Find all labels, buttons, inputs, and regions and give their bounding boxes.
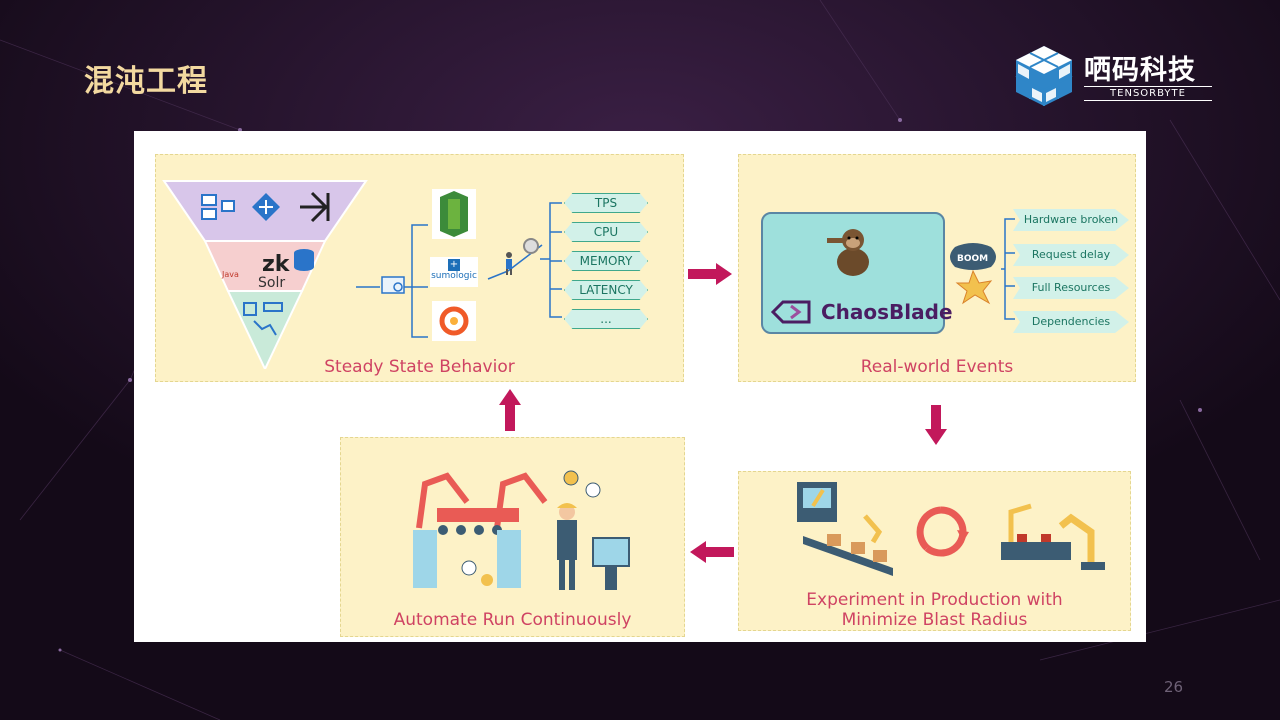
- flow-connectors: [356, 224, 543, 338]
- sumologic-label: sumologic: [431, 271, 477, 281]
- chaosblade-box: ChaosBlade: [761, 212, 953, 334]
- login-icon: [300, 191, 330, 223]
- event-full-resources: Full Resources: [1013, 277, 1129, 299]
- chaosblade-logo-icon: [771, 300, 811, 324]
- router-icon: [252, 193, 280, 221]
- arrow-down: [925, 405, 947, 445]
- arrow-right: [688, 263, 732, 285]
- sumologic-logo: + sumologic: [430, 257, 478, 287]
- production-line-graphic: [797, 482, 893, 576]
- chaosblade-label: ChaosBlade: [821, 300, 953, 324]
- logo-subtitle: TENSORBYTE: [1084, 86, 1212, 101]
- panel-experiment: Experiment in Production with Minimize B…: [738, 471, 1131, 631]
- boom-icon: BOOM: [950, 243, 996, 305]
- logo-brand-text: 哂码科技: [1084, 55, 1196, 86]
- person-icon: [506, 252, 512, 275]
- real-world-title: Real-world Events: [860, 357, 1014, 377]
- network-icon: [201, 194, 235, 220]
- events-bracket: [1001, 218, 1015, 320]
- pyramid-graphic: zk Solr Java: [162, 180, 368, 369]
- robot-arm-graphic: [1001, 503, 1105, 570]
- metric-memory: MEMORY: [564, 251, 648, 271]
- metrics-bracket: [540, 202, 562, 318]
- page-number: 26: [1164, 678, 1184, 696]
- chip-icon: [243, 302, 283, 336]
- panel-automate: Automate Run Continuously: [340, 437, 685, 637]
- database-icon: [294, 249, 314, 271]
- experiment-title-line2: Minimize Blast Radius: [841, 610, 1028, 630]
- cycle-arrows-icon: [916, 506, 969, 557]
- factory-graphic: [413, 470, 630, 590]
- monkey-icon: [827, 229, 869, 276]
- slide-title: 混沌工程: [84, 64, 208, 99]
- company-logo: 哂码科技 TENSORBYTE: [1012, 44, 1222, 110]
- experiment-title-line1: Experiment in Production with: [806, 590, 1063, 610]
- metric-latency: LATENCY: [564, 280, 648, 300]
- monitor-search-icon: [381, 276, 405, 294]
- diagram-card: zk Solr Java: [134, 131, 1146, 642]
- event-request-delay: Request delay: [1013, 244, 1129, 266]
- panel-steady-state: zk Solr Java: [155, 154, 684, 382]
- svg-text:BOOM: BOOM: [957, 254, 988, 264]
- metric-cpu: CPU: [564, 222, 648, 242]
- automate-title: Automate Run Continuously: [393, 610, 632, 630]
- arrow-up: [499, 389, 521, 431]
- arrow-left: [690, 541, 734, 563]
- event-dependencies-broken: Dependencies broken: [1013, 311, 1129, 333]
- event-hardware-broken: Hardware broken: [1013, 209, 1129, 231]
- plus-icon: +: [448, 259, 460, 271]
- panel-real-world-events: ChaosBlade BOOM Hardware broken Request …: [738, 154, 1136, 382]
- metric-tps: TPS: [564, 193, 648, 213]
- metric-more: ...: [564, 309, 648, 329]
- svg-text:zk: zk: [262, 252, 291, 277]
- aws-cloudwatch-icon: [432, 189, 476, 239]
- magnifier-icon: [523, 238, 539, 254]
- svg-text:Java: Java: [221, 270, 239, 279]
- svg-text:Solr: Solr: [258, 275, 285, 291]
- cube-logo-icon: [1015, 46, 1073, 106]
- steady-state-title: Steady State Behavior: [324, 357, 515, 377]
- grafana-icon: [432, 301, 476, 341]
